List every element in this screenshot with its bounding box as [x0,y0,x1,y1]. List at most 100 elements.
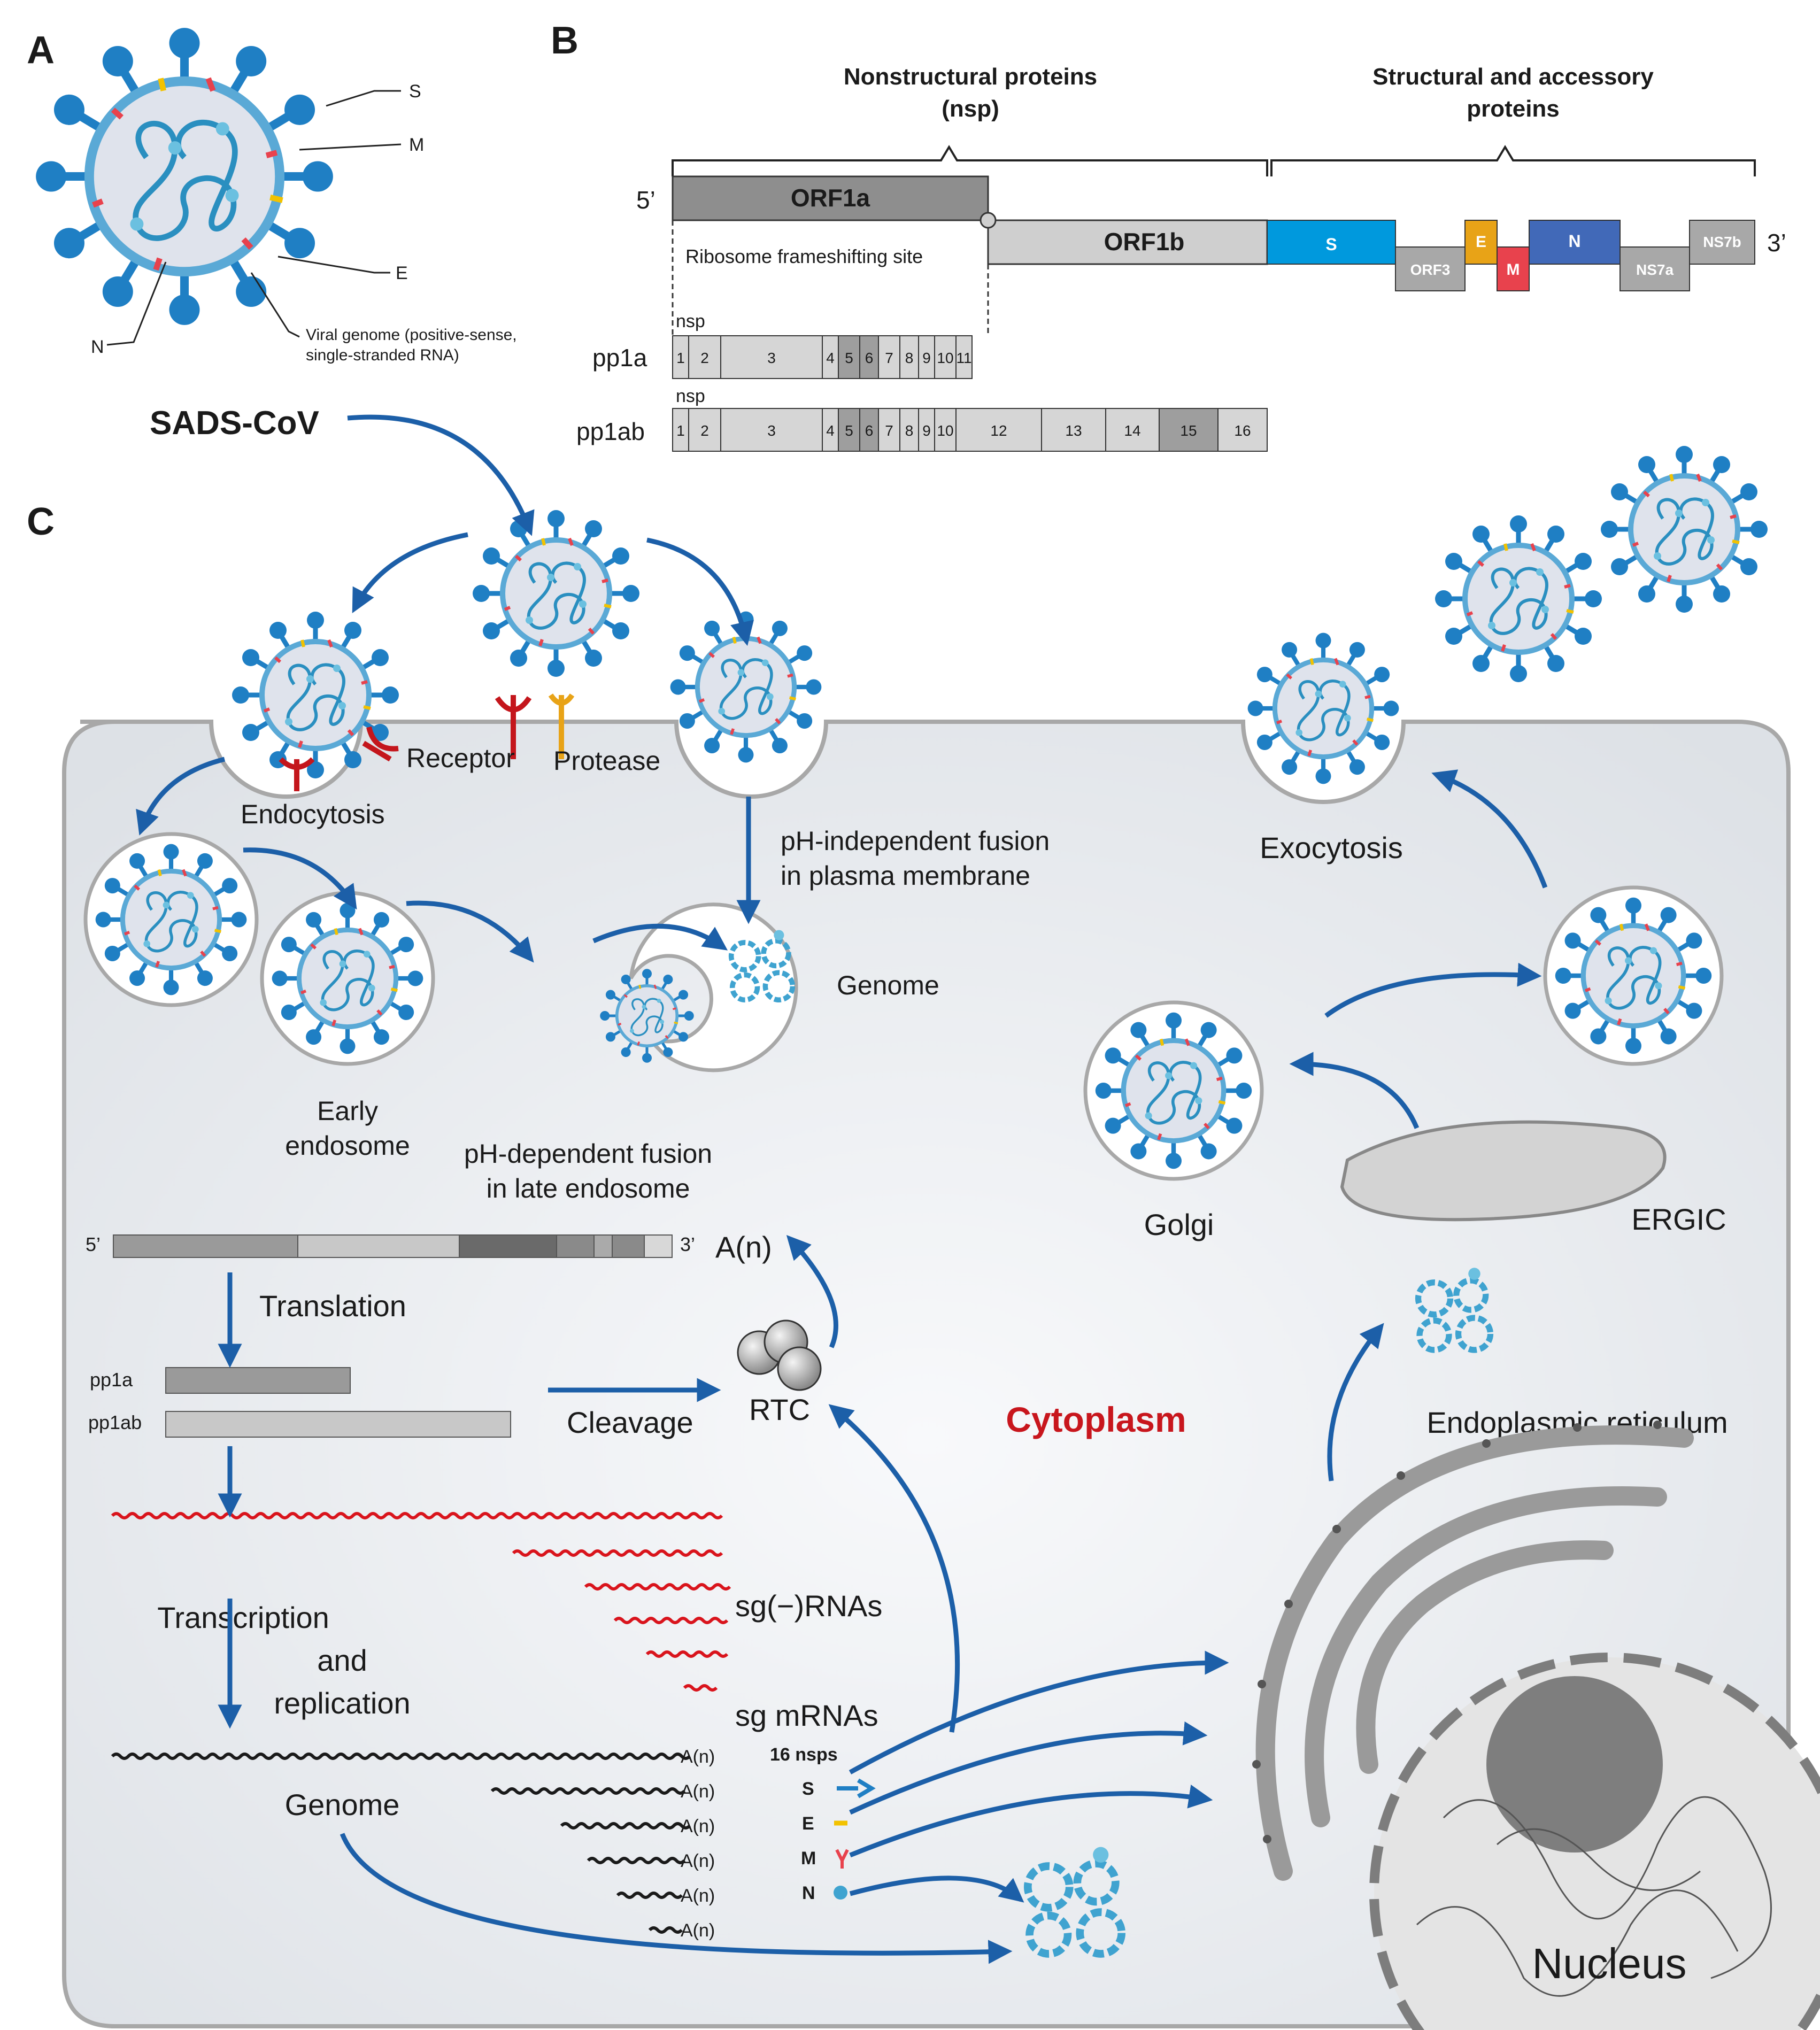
nsp-cell-label: 2 [700,350,709,366]
orf-dashes [672,220,989,337]
nsp-cell [859,335,879,379]
nsp-cell-label: 1 [676,422,685,439]
nsp-cell-label: 6 [865,350,874,366]
nsp-cell [955,335,973,379]
golgi-label: Golgi [1144,1208,1214,1241]
pp1a-product-label: pp1a [90,1369,133,1391]
nsp-cell [934,408,957,452]
protein-s-icon [837,1778,876,1799]
nsp-cell [822,335,839,379]
ergic-label: ERGIC [1631,1202,1726,1236]
rtc-complex [737,1319,822,1391]
nsp-cell [1041,408,1106,452]
protein-m-label: M [801,1848,816,1869]
nsp-cell-label: 15 [1180,422,1197,439]
protease-shape [548,693,575,759]
released-virion-1 [1435,515,1602,682]
pp1a-label: pp1a [592,344,647,372]
nsp-cell [1159,408,1219,452]
genome-5prime: 5’ [636,186,655,214]
transcription-label-2: and [317,1643,367,1677]
translation-label: Translation [259,1289,406,1323]
nsp-cell [1105,408,1160,452]
pos-rna-strand [490,1787,686,1795]
pp1a-product [165,1367,351,1394]
nsp-cell-label: 10 [937,422,953,439]
orf1a-block [672,175,989,221]
virion-diagram [36,28,333,325]
gene-ns7b [1689,220,1755,265]
early-endosome-label-2: endosome [285,1131,410,1161]
nsp-title-1: Nonstructural proteins [844,64,1097,90]
poly-a-tail-label: A(n) [681,1920,715,1941]
gene-s [1267,220,1396,265]
nsp-cell [918,335,935,379]
nsp-cell-label: 9 [922,350,931,366]
pp1ab-product [165,1411,511,1438]
pp1ab-product-label: pp1ab [88,1411,142,1433]
nsp-cell [838,408,860,452]
sg-mrnas [111,1753,691,1934]
pathway-arrows [136,414,1548,1964]
gene-e [1464,220,1498,265]
virus-name: SADS-CoV [150,405,319,442]
ph-independent-label-2: in plasma membrane [781,861,1030,891]
frameshift-label: Ribosome frameshifting site [685,245,923,267]
nsp-cell [838,335,860,379]
released-virion-2 [1601,446,1768,613]
neg-rna-strand [613,1617,729,1624]
nsp-cell [899,335,919,379]
gene-n [1529,220,1621,265]
nsp-cell-label: 7 [885,422,893,439]
nsp-cell [878,408,900,452]
nsp-cell-label: 3 [767,422,776,439]
orf1b-label: ORF1b [1104,228,1185,256]
virion-label-m: M [409,135,424,155]
rtc-label: RTC [749,1393,810,1426]
cleavage-label: Cleavage [567,1406,693,1439]
nsp-cell-label: 1 [676,350,685,366]
receptor-label: Receptor [406,743,515,773]
gene-blocks: S ORF3 E M N NS7a NS7b [1267,220,1755,291]
nsp-cell-label: 3 [767,350,776,366]
protein-m-icon [835,1849,849,1869]
virion-genome-label-1: Viral genome (positive-sense, [306,326,517,344]
genome-label: Genome [837,970,939,1000]
chromatin [1416,1796,1772,1997]
virion-label-n: N [91,337,104,357]
er-ribosomes [1252,1421,1662,1843]
struct-title-2: proteins [1467,96,1560,122]
virion-label-s: S [409,81,421,102]
nsp-cell-label: 2 [700,422,709,439]
exocytosis-virion [1248,633,1399,784]
nsp-cell-label: 10 [937,350,953,366]
pos-rna-strand [616,1892,683,1899]
gene-n-label: N [1568,231,1580,251]
ergic-compartment [1340,1120,1667,1222]
nsp-cell [1217,408,1268,452]
rna-3prime: 3’ [680,1233,695,1255]
neg-rna-strand [683,1684,718,1692]
ph-dependent-label-1: pH-dependent fusion [464,1139,712,1169]
nsp-cell-label: 5 [845,422,853,439]
protein-e-label: E [802,1813,814,1834]
nsp-cell-label: 9 [922,422,931,439]
poly-a-tail-label: A(n) [681,1886,715,1906]
protein-n-label: N [802,1883,815,1903]
nsp-cell-label: 13 [1065,422,1082,439]
pos-rna-strand [648,1926,683,1934]
endoplasmic-reticulum [1255,1425,1694,1881]
gene-m [1497,246,1530,291]
nsps-label: 16 nsps [770,1745,838,1765]
nsp-cell-label: 4 [826,350,835,366]
poly-a-tail-label: A(n) [681,1851,715,1871]
gene-ns7b-label: NS7b [1703,234,1741,250]
nsp-cell [899,408,919,452]
gene-orf3-label: ORF3 [1410,261,1451,278]
struct-title-1: Structural and accessory [1372,64,1654,90]
poly-a-tail-label: A(n) [681,1747,715,1767]
nsp-cell [720,408,823,452]
nsp-cell [672,408,689,452]
early-endosome-label-1: Early [317,1096,378,1126]
nsp-label-1: nsp [676,311,705,331]
